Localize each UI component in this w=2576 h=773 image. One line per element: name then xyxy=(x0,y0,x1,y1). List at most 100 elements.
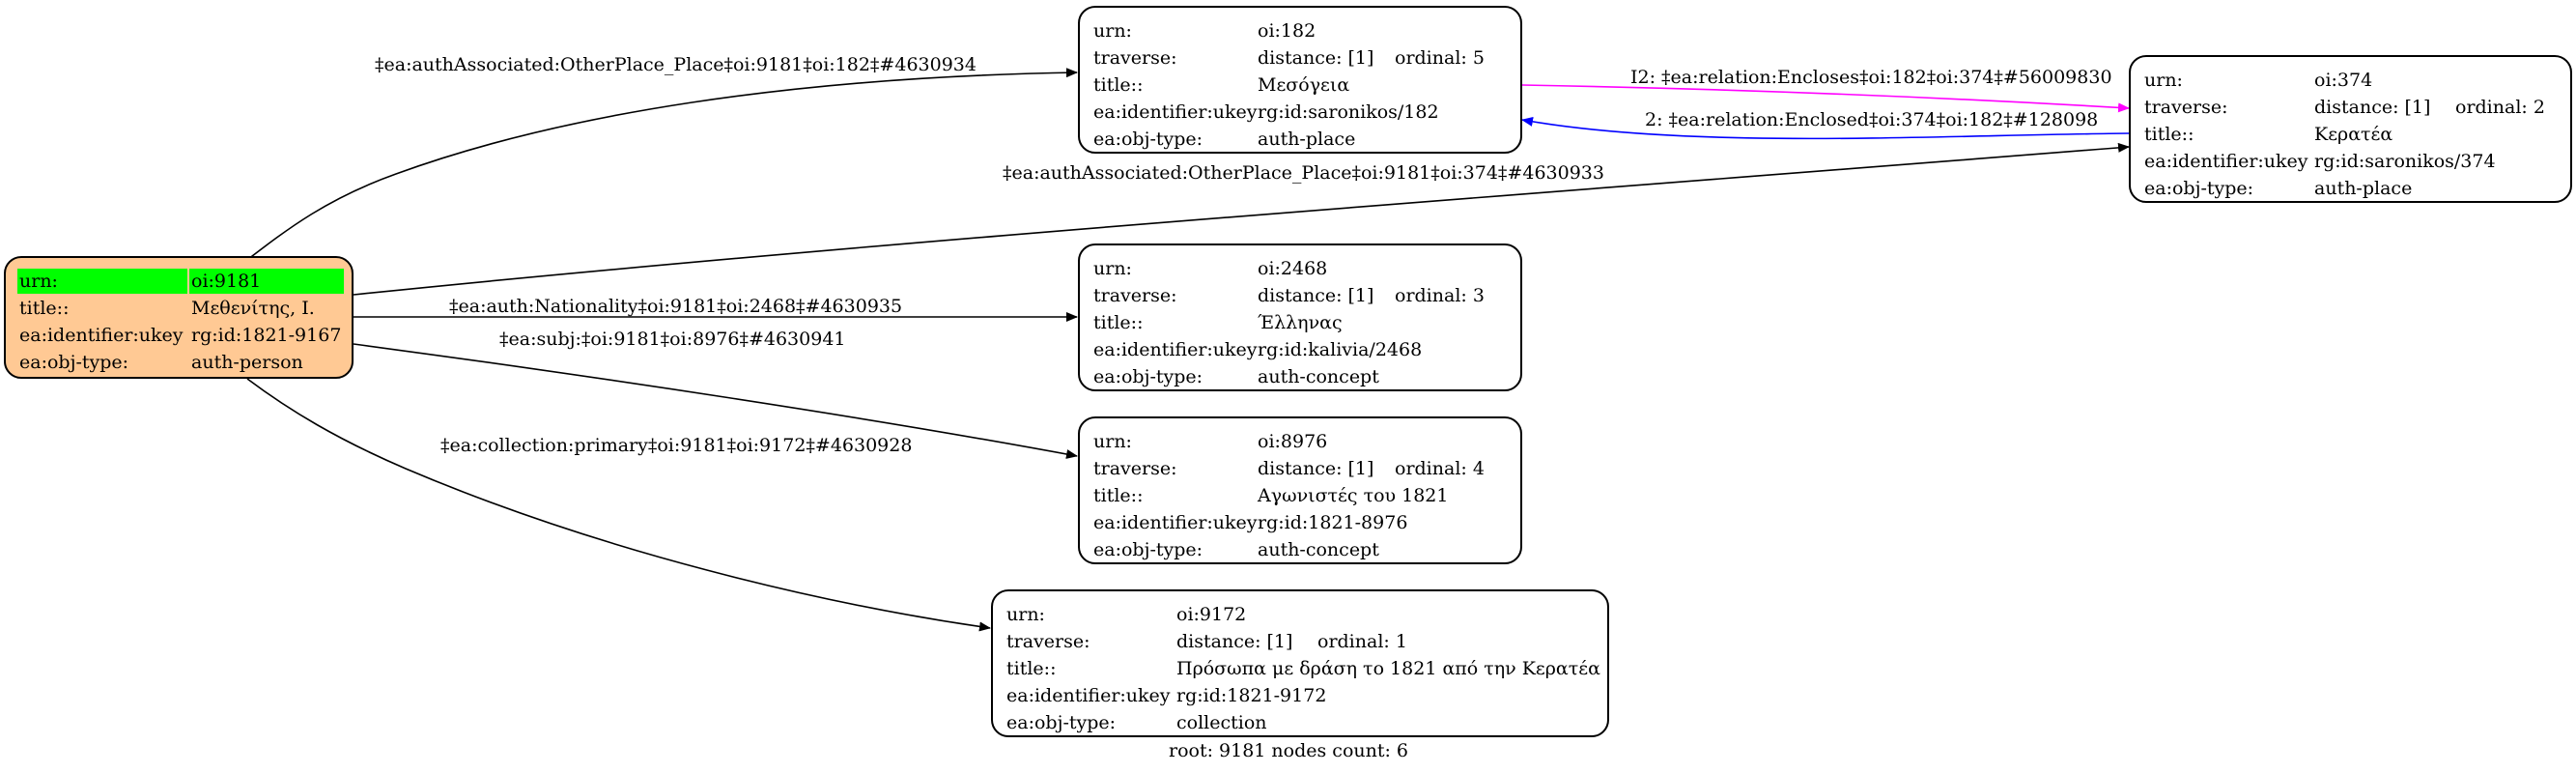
row-key: ea:identifier:ukey xyxy=(1093,339,1258,360)
row-value: Αγωνιστές του 1821 xyxy=(1258,485,1449,506)
row-value: auth-place xyxy=(1258,129,1356,150)
row-value: rg:id:1821-8976 xyxy=(1258,512,1408,533)
row-key: ea:obj-type: xyxy=(1093,539,1203,560)
edge-label-root-to-9172: ‡ea:collection:primary‡oi:9181‡oi:9172‡#… xyxy=(440,435,913,456)
row-value: auth-concept xyxy=(1258,366,1379,387)
row-ordinal: ordinal: 1 xyxy=(1317,631,1407,652)
edge-label-root-to-8976: ‡ea:subj:‡oi:9181‡oi:8976‡#4630941 xyxy=(499,329,846,350)
row-key: ea:obj-type: xyxy=(1093,366,1203,387)
node-row: title::Έλληνας xyxy=(1080,309,1520,336)
row-value: rg:id:saronikos/182 xyxy=(1258,101,1439,123)
node-row: traverse: distance: [1] ordinal: 1 xyxy=(993,628,1607,655)
node-row: ea:obj-type: auth-place xyxy=(1080,126,1520,153)
row-key: ea:identifier:ukey xyxy=(2144,151,2308,172)
edge-label-374-to-182: 2: ‡ea:relation:Enclosed‡oi:374‡oi:182‡#… xyxy=(1645,109,2099,130)
edge-root-to-182 xyxy=(242,68,1078,264)
node-row: ea:identifier:ukey rg:id:saronikos/374 xyxy=(2131,148,2570,175)
node-row: traverse: distance: [1] ordinal: 3 xyxy=(1080,282,1520,309)
row-key: urn: xyxy=(1093,20,1132,42)
edge-label-root-to-182: ‡ea:authAssociated:OtherPlace_Place‡oi:9… xyxy=(375,54,977,75)
node-row: urn: oi:2468 xyxy=(1080,255,1520,282)
row-key: urn: xyxy=(1093,258,1132,279)
row-value: oi:2468 xyxy=(1258,258,1328,279)
edge-root-to-8976 xyxy=(353,343,1078,459)
row-key: title:: xyxy=(2144,124,2194,145)
node-oi-374[interactable]: urn:oi:374 traverse:distance: [1]ordinal… xyxy=(2129,55,2572,203)
row-key: ea:identifier:ukey xyxy=(1093,512,1258,533)
row-value: Μεθενίτης, Ι. xyxy=(191,298,315,319)
row-value: distance: [1] xyxy=(1258,458,1374,479)
row-value: collection xyxy=(1176,712,1267,733)
row-key: traverse: xyxy=(1093,458,1177,479)
row-value: oi:9172 xyxy=(1176,604,1247,625)
node-row: traverse: distance: [1] ordinal: 4 xyxy=(1080,455,1520,482)
row-key: ea:obj-type: xyxy=(1006,712,1117,733)
node-row: title::Κερατέα xyxy=(2131,121,2570,148)
row-ordinal: ordinal: 4 xyxy=(1395,458,1485,479)
node-row: ea:obj-type: auth-place xyxy=(2131,175,2570,202)
row-value: oi:374 xyxy=(2314,70,2373,91)
graph-footer: root: 9181 nodes count: 6 xyxy=(1169,740,1409,761)
node-row: ea:obj-type: auth-person xyxy=(6,349,352,376)
row-value: Κερατέα xyxy=(2314,124,2393,145)
row-key: title:: xyxy=(1093,485,1144,506)
row-ordinal: ordinal: 3 xyxy=(1395,285,1485,306)
node-row: ea:obj-type: auth-concept xyxy=(1080,363,1520,390)
row-value: rg:id:kalivia/2468 xyxy=(1258,339,1423,360)
row-value: oi:8976 xyxy=(1258,431,1328,452)
edge-label-182-to-374: I2: ‡ea:relation:Encloses‡oi:182‡oi:374‡… xyxy=(1630,67,2112,88)
row-key: traverse: xyxy=(1006,631,1090,652)
node-row: ea:obj-type: auth-concept xyxy=(1080,536,1520,563)
row-value: auth-concept xyxy=(1258,539,1379,560)
edge-label-root-to-374: ‡ea:authAssociated:OtherPlace_Place‡oi:9… xyxy=(1003,162,1604,184)
row-value: Έλληνας xyxy=(1258,312,1343,333)
node-oi-9172[interactable]: urn:oi:9172 traverse:distance: [1]ordina… xyxy=(991,589,1609,737)
row-value: oi:9181 xyxy=(191,271,262,292)
edge-374-to-182 xyxy=(1521,117,2130,140)
row-key: traverse: xyxy=(1093,285,1177,306)
row-key: traverse: xyxy=(1093,47,1177,69)
row-value: rg:id:1821-9172 xyxy=(1176,685,1327,706)
row-key: title:: xyxy=(1093,74,1144,96)
row-value: distance: [1] xyxy=(1176,631,1293,652)
urn-key-highlight xyxy=(17,269,187,294)
node-row: title::Αγωνιστές του 1821 xyxy=(1080,482,1520,509)
node-oi-8976[interactable]: urn:oi:8976 traverse: distance: [1] ordina… xyxy=(1078,416,1522,564)
row-value: distance: [1] xyxy=(1258,285,1374,306)
row-value: oi:182 xyxy=(1258,20,1316,42)
row-value: distance: [1] xyxy=(1258,47,1374,69)
row-ordinal: ordinal: 2 xyxy=(2455,97,2545,118)
row-key: title:: xyxy=(19,298,70,319)
row-key: ea:identifier:ukey xyxy=(1006,685,1171,706)
row-value: Πρόσωπα με δράση το 1821 από την Κερατέα xyxy=(1176,658,1600,679)
row-key: urn: xyxy=(2144,70,2183,91)
node-row: urn: oi:374 xyxy=(2131,67,2570,94)
row-value: rg:id:1821-9167 xyxy=(191,325,342,346)
row-value: auth-place xyxy=(2314,178,2413,199)
node-row: title::Μεσόγεια xyxy=(1080,72,1520,99)
row-key: ea:identifier:ukey xyxy=(19,325,184,346)
node-row: urn: oi:9181 xyxy=(6,268,352,295)
edge-root-to-9172 xyxy=(246,378,991,632)
node-oi-2468[interactable]: urn: oi:2468 traverse: distance: [1] ordina… xyxy=(1078,243,1522,391)
row-ordinal: ordinal: 5 xyxy=(1395,47,1485,69)
node-oi-182[interactable]: urn: oi:182 traverse: distance: [1] ordinal… xyxy=(1078,6,1522,154)
edge-182-to-374 xyxy=(1521,84,2130,113)
node-row: ea:obj-type: collection xyxy=(993,709,1607,736)
node-row: ea:identifier:ukey rg:id:1821-9167 xyxy=(6,322,352,349)
urn-value-highlight xyxy=(189,269,344,294)
row-key: ea:obj-type: xyxy=(19,352,129,373)
node-row: traverse: distance: [1] ordinal: 5 xyxy=(1080,44,1520,72)
row-key: ea:obj-type: xyxy=(1093,129,1203,150)
row-value: rg:id:saronikos/374 xyxy=(2314,151,2496,172)
node-root-9181[interactable]: urn: oi:9181 title:: Μεθενίτης, Ι. ea:id… xyxy=(4,256,354,379)
row-key: ea:obj-type: xyxy=(2144,178,2254,199)
row-key: title:: xyxy=(1093,312,1144,333)
row-value: Μεσόγεια xyxy=(1258,74,1350,96)
node-row: urn: oi:182 xyxy=(1080,17,1520,44)
node-row: title:: Μεθενίτης, Ι. xyxy=(6,295,352,322)
node-row: urn:oi:8976 xyxy=(1080,428,1520,455)
